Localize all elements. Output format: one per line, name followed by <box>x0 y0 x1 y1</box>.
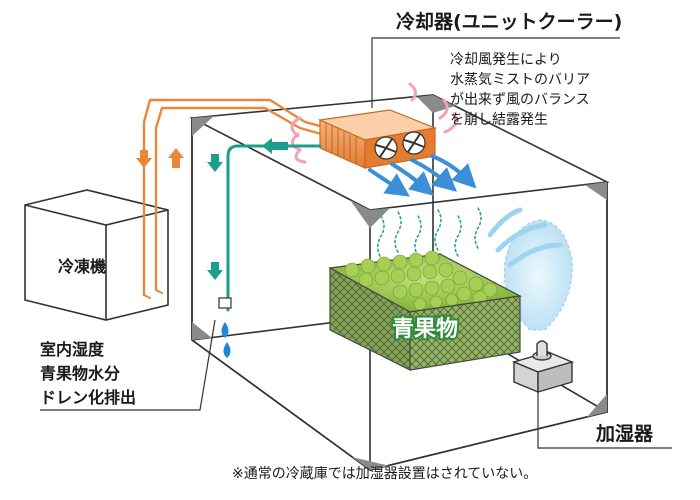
drain-leader <box>40 319 216 411</box>
cooler-note-line: を崩し結露発生 <box>450 112 548 128</box>
drain-trap <box>218 297 232 309</box>
corner-bracket <box>352 457 390 470</box>
corner-bracket <box>587 394 607 417</box>
drain-arrow-down <box>207 154 223 172</box>
corner-bracket <box>433 95 455 113</box>
leader-lines <box>40 37 672 449</box>
corner-bracket <box>370 208 390 228</box>
steam-icon <box>376 207 482 257</box>
fan-icon <box>402 131 426 155</box>
footnote: ※通常の冷蔵庫では加湿器設置はされていない。 <box>232 465 537 482</box>
freezer-label: 冷凍機 <box>58 257 106 276</box>
fan-icon <box>374 136 398 160</box>
refrigerant-arrow-up <box>168 148 184 168</box>
cooler-note-line: 冷却風発生により <box>450 52 562 68</box>
water-drop-icon <box>221 322 231 358</box>
cooler-leader <box>371 37 620 108</box>
cooler-note-line: が出来ず風のバランス <box>450 92 590 108</box>
corner-bracket <box>350 200 370 228</box>
humidifier-icon <box>511 340 575 394</box>
air-flow-arrow-icon <box>368 154 477 197</box>
humidified-air-arrows <box>487 207 563 268</box>
cooler-title: 冷却器(ユニットクーラー) <box>396 10 622 33</box>
corner-bracket <box>192 322 212 340</box>
cooler-note: 冷却風発生により 水蒸気ミストのバリア が出来ず風のバランス を崩し結露発生 <box>450 52 594 128</box>
humidifier-leader <box>537 392 672 449</box>
drain-flow-arrows <box>207 138 288 280</box>
drain-arrow-left <box>262 138 288 154</box>
drain-note-line: 青果物水分 <box>40 364 120 383</box>
corner-bracket <box>417 95 433 113</box>
drain-pipe-icon <box>226 144 322 312</box>
refrigerant-flow-arrows <box>136 148 184 168</box>
drain-note-line: ドレン化排出 <box>40 388 136 407</box>
refrigerant-arrow-down <box>136 150 152 168</box>
corner-bracket <box>585 182 607 200</box>
warm-air-intake <box>290 82 458 164</box>
drain-note: 室内湿度 青果物水分 ドレン化排出 <box>40 340 136 407</box>
cooler-note-line: 水蒸気ミストのバリア <box>450 72 590 88</box>
drain-arrow-down <box>207 262 223 280</box>
drain-note-line: 室内湿度 <box>40 340 105 359</box>
produce-label: 青果物 <box>392 316 458 342</box>
freezer-box-icon <box>24 189 169 321</box>
humidifier-label: 加湿器 <box>595 423 654 445</box>
room-corner-brackets <box>192 95 607 470</box>
cooler-unit-icon <box>317 109 438 169</box>
corner-bracket <box>192 116 214 136</box>
produce-crate-icon <box>328 250 522 371</box>
